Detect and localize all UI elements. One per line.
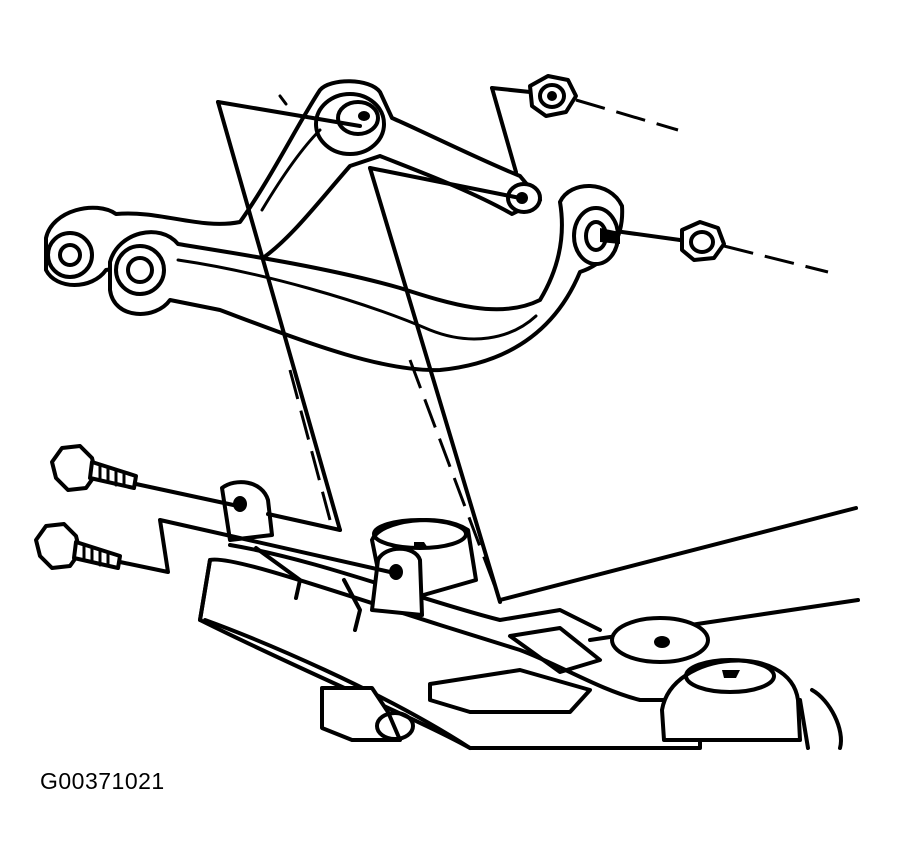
assembly-leader-lines	[118, 86, 829, 604]
nut-lower	[680, 220, 726, 262]
bolt-upper	[50, 444, 138, 492]
frame-crossmember	[198, 480, 860, 750]
control-arm	[44, 79, 625, 373]
nut-upper	[528, 74, 578, 118]
bolt-lower	[34, 522, 122, 570]
figure-code: G00371021	[40, 768, 165, 794]
